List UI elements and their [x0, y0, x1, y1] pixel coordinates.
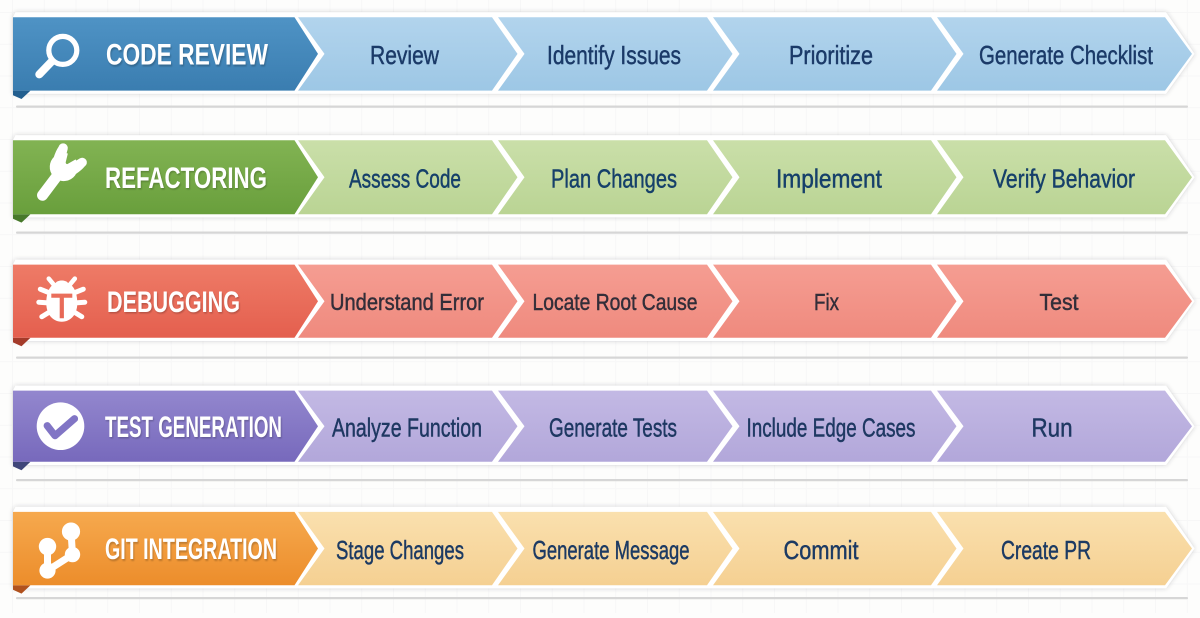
svg-text:Generate Tests: Generate Tests: [549, 412, 677, 442]
svg-text:REFACTORING: REFACTORING: [106, 164, 268, 197]
svg-text:Understand Error: Understand Error: [330, 289, 484, 315]
svg-text:Generate Checklist: Generate Checklist: [979, 40, 1154, 70]
svg-text:CODE REVIEW: CODE REVIEW: [106, 39, 269, 72]
svg-text:Review: Review: [370, 40, 439, 70]
svg-text:DEBUGGING: DEBUGGING: [107, 286, 240, 319]
svg-text:Plan Changes: Plan Changes: [551, 163, 677, 193]
svg-text:Run: Run: [1032, 412, 1073, 442]
svg-text:DEBUGGING: DEBUGGING: [108, 288, 241, 321]
svg-text:Verify Behavior: Verify Behavior: [993, 163, 1135, 193]
svg-text:Assess Code: Assess Code: [349, 163, 461, 193]
svg-text:GIT INTEGRATION: GIT INTEGRATION: [106, 535, 278, 568]
svg-text:Fix: Fix: [814, 289, 839, 315]
svg-text:Commit: Commit: [784, 535, 860, 565]
svg-text:Implement: Implement: [776, 163, 883, 193]
svg-text:Analyze Function: Analyze Function: [332, 412, 482, 442]
svg-text:Test: Test: [1040, 289, 1080, 315]
svg-text:Stage Changes: Stage Changes: [336, 535, 464, 565]
svg-text:Identify Issues: Identify Issues: [547, 40, 681, 70]
svg-text:Locate Root Cause: Locate Root Cause: [533, 289, 698, 315]
svg-text:TEST GENERATION: TEST GENERATION: [106, 413, 283, 446]
svg-text:CODE REVIEW: CODE REVIEW: [107, 40, 270, 73]
svg-text:Prioritize: Prioritize: [789, 40, 873, 70]
svg-text:Include Edge Cases: Include Edge Cases: [747, 412, 916, 442]
svg-text:GIT INTEGRATION: GIT INTEGRATION: [105, 533, 277, 566]
svg-text:Create PR: Create PR: [1001, 535, 1091, 565]
svg-text:REFACTORING: REFACTORING: [105, 162, 267, 195]
svg-text:Generate Message: Generate Message: [533, 535, 690, 565]
svg-text:TEST GENERATION: TEST GENERATION: [105, 411, 282, 444]
